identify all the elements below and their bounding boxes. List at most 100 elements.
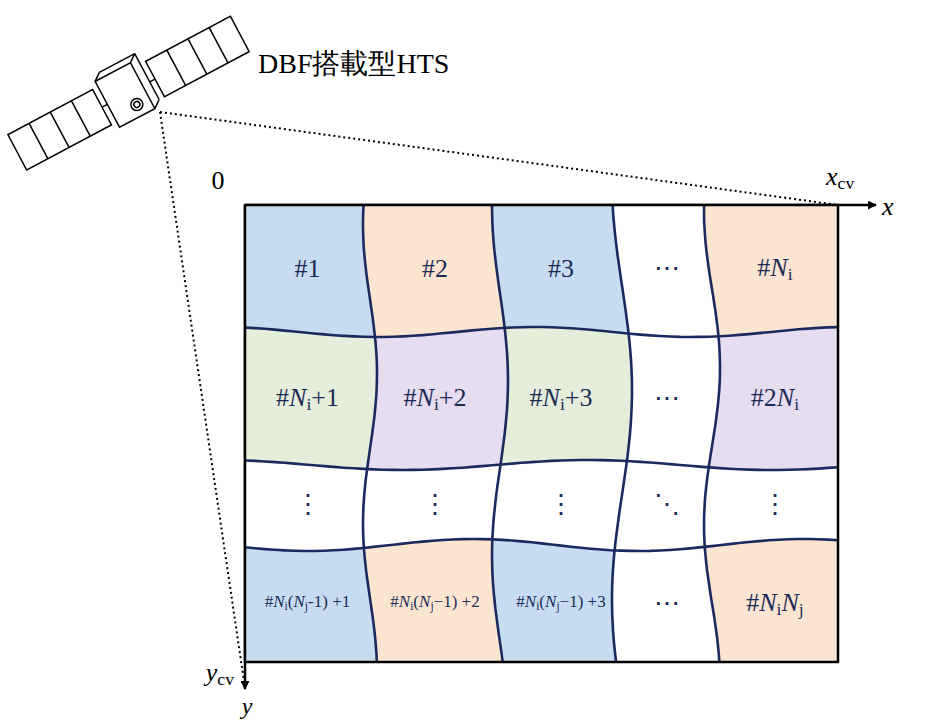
cell-shape [627, 334, 720, 468]
axis-label: y [242, 694, 253, 718]
beam-cell: ⋯ [622, 332, 712, 465]
cell-shape [363, 205, 505, 337]
coverage-border [245, 205, 838, 662]
cell-label: #2 [422, 255, 448, 282]
index-symbol: N [419, 592, 430, 611]
cell-shape [492, 460, 627, 550]
cell-label: ⋱ [654, 491, 680, 518]
axis-variable: y [242, 693, 253, 719]
index-symbol: N [777, 383, 794, 412]
cell-border [492, 205, 508, 662]
index-symbol: N [525, 592, 536, 611]
cell-label: ⋮ [762, 491, 788, 518]
beam-cell: #Ni+3 [500, 332, 622, 465]
cell-shape [364, 539, 503, 662]
index-symbol: N [417, 383, 434, 412]
cell-border [245, 460, 838, 470]
cell-shape [705, 539, 838, 662]
axis-label: xcv [826, 164, 854, 193]
cell-label: #Ni(Nj-1) +1 [265, 593, 350, 613]
axis-label: x [882, 194, 894, 220]
cell-label: #2Ni [751, 384, 799, 414]
index-symbol: N [759, 588, 776, 617]
index-subscript: j [430, 600, 433, 613]
cell-label: ⋮ [295, 491, 321, 518]
beam-cell: ⋯ [622, 205, 712, 332]
axis-subscript: cv [838, 173, 855, 193]
cell-label: ⋯ [654, 385, 680, 412]
index-subscript: i [788, 264, 793, 284]
cell-label: #Ni+1 [276, 384, 339, 414]
index-symbol: N [770, 253, 787, 282]
beam-cell: #Ni+1 [245, 332, 370, 465]
cell-shape [245, 205, 375, 337]
cell-label: #NiNj [746, 589, 804, 619]
cell-shape [704, 467, 838, 547]
beam-cell: #Ni+2 [370, 332, 500, 465]
satellite-icon [2, 6, 252, 176]
beam-cell: ⋯ [622, 545, 712, 662]
index-subscript: i [410, 600, 413, 613]
cell-border [612, 205, 632, 662]
axis-variable: y [206, 658, 218, 687]
satellite-label: DBF搭載型HTS [258, 50, 449, 78]
index-subscript: i [434, 394, 439, 414]
index-symbol: N [782, 588, 799, 617]
cell-shape [492, 539, 616, 662]
cell-label: #Ni+2 [404, 384, 467, 414]
axis-variable: x [826, 162, 838, 191]
index-symbol: N [399, 592, 410, 611]
beam-cell: #2Ni [712, 332, 838, 465]
axis-variable: x [882, 192, 894, 221]
cell-label: ⋯ [654, 590, 680, 617]
index-subscript: j [799, 599, 804, 619]
beam-edge [160, 112, 838, 205]
cell-shape [613, 205, 719, 337]
index-subscript: i [777, 599, 782, 619]
index-subscript: j [305, 600, 308, 613]
origin-label: 0 [212, 168, 225, 194]
cell-label: #1 [295, 255, 321, 282]
index-subscript: i [536, 600, 539, 613]
beam-cell: ⋮ [370, 465, 500, 545]
axis-subscript: cv [217, 669, 234, 689]
cell-label: ⋮ [422, 491, 448, 518]
index-symbol: N [273, 592, 284, 611]
beam-cell: #2 [370, 205, 500, 332]
index-symbol: N [289, 383, 306, 412]
cell-label: #3 [548, 255, 574, 282]
beam-cell: #NiNj [712, 545, 838, 662]
cell-border [245, 539, 838, 551]
cell-shape [245, 328, 377, 470]
cell-shape [363, 465, 501, 548]
beam-cell: ⋮ [712, 465, 838, 545]
cell-shape [367, 328, 508, 470]
cell-border [363, 205, 377, 662]
beam-cell: #Ni(Nj−1) +2 [370, 545, 500, 662]
cell-shape [492, 205, 629, 334]
beam-edge [160, 112, 245, 688]
index-subscript: i [306, 394, 311, 414]
cell-label: #Ni(Nj−1) +2 [390, 593, 479, 613]
cell-shape [501, 327, 633, 465]
beam-cell: #3 [500, 205, 622, 332]
index-subscript: i [285, 600, 288, 613]
beam-cell: #Ni [712, 205, 838, 332]
beam-cell: ⋮ [245, 465, 370, 545]
cell-shape [612, 547, 719, 662]
cell-border [245, 327, 838, 337]
index-subscript: i [794, 394, 799, 414]
cell-label: ⋮ [548, 491, 574, 518]
cell-shape [245, 461, 367, 552]
beam-cell: #1 [245, 205, 370, 332]
cell-shape [245, 547, 377, 662]
beam-cell: ⋱ [622, 465, 712, 545]
beam-cell: ⋮ [500, 465, 622, 545]
index-symbol: N [545, 592, 556, 611]
cell-shape [615, 461, 709, 551]
beam-cell: #Ni(Nj-1) +1 [245, 545, 370, 662]
cell-label: #Ni [757, 254, 792, 284]
index-subscript: i [560, 394, 565, 414]
cell-shape [704, 205, 838, 336]
